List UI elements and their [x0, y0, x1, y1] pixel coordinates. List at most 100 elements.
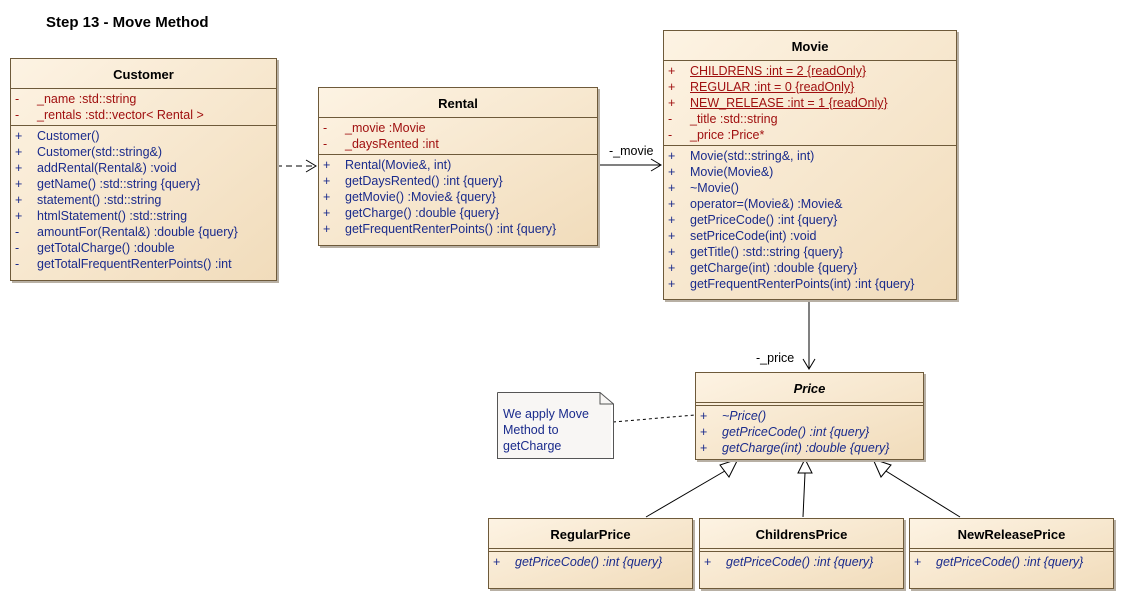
operation-text: getPriceCode() :int {query} — [726, 555, 874, 569]
attribute-text: REGULAR :int = 0 {readOnly} — [690, 80, 855, 94]
operation-text: getFrequentRenterPoints(int) :int {query… — [690, 277, 915, 291]
operation-text: Movie(std::string&, int) — [690, 149, 815, 163]
class-name: Customer — [11, 59, 276, 89]
operation-row: +statement() :std::string — [11, 192, 276, 208]
visibility-marker: + — [704, 555, 712, 569]
operations-section: + getPriceCode() :int {query} — [910, 552, 1113, 572]
operations-section: +Customer() +Customer(std::string&) +add… — [11, 126, 276, 274]
operation-row: + getMovie() :Movie& {query} — [319, 189, 597, 205]
attribute-text: _rentals :std::vector< Rental > — [37, 108, 204, 122]
visibility-marker: + — [668, 181, 676, 195]
class-childrens-price[interactable]: ChildrensPrice +getPriceCode() :int {que… — [699, 518, 904, 589]
operation-row: +getCharge() :double {query} — [319, 205, 597, 221]
visibility-marker: + — [15, 177, 23, 191]
visibility-marker: - — [15, 225, 20, 239]
operation-text: getPriceCode() :int {query} — [722, 425, 870, 439]
class-regular-price[interactable]: RegularPrice +getPriceCode() :int {query… — [488, 518, 693, 589]
operation-text: getPriceCode() :int {query} — [690, 213, 838, 227]
operation-text: getDaysRented() :int {query} — [345, 174, 503, 188]
operation-row: + getFrequentRenterPoints(int) :int {quer… — [664, 276, 956, 292]
operation-text: amountFor(Rental&) :double {query} — [37, 225, 238, 239]
visibility-marker: - — [323, 137, 328, 151]
operation-text: Customer(std::string&) — [37, 145, 163, 159]
visibility-marker: - — [15, 92, 20, 106]
operation-text: ~Movie() — [690, 181, 739, 195]
operation-text: getTotalCharge() :double — [37, 241, 175, 255]
visibility-marker: + — [668, 149, 676, 163]
generalization-newrelease — [880, 467, 961, 518]
visibility-marker: + — [15, 209, 23, 223]
class-name: Price — [696, 373, 923, 403]
operation-row: +getCharge(int) :double {query} — [664, 260, 956, 276]
operations-section: + Movie(std::string&, int) +Movie(Movie&)… — [664, 146, 956, 294]
operation-text: getName() :std::string {query} — [37, 177, 201, 191]
generalization-childrens — [802, 472, 806, 518]
operation-row: +setPriceCode(int) :void — [664, 228, 956, 244]
operation-row: + getPriceCode() :int {query} — [664, 212, 956, 228]
operation-text: Customer() — [37, 129, 100, 143]
operation-text: operator=(Movie&) :Movie& — [690, 197, 843, 211]
visibility-marker: + — [914, 555, 922, 569]
movie-role-label: -_movie — [609, 144, 654, 158]
attribute-row: - _name :std::string — [11, 91, 276, 107]
operation-text: getCharge(int) :double {query} — [722, 441, 890, 455]
attributes-section — [700, 549, 903, 552]
operation-text: getTotalFrequentRenterPoints() :int — [37, 257, 232, 271]
diagram-title: Step 13 - Move Method — [46, 14, 209, 31]
attributes-section — [910, 549, 1113, 552]
generalization-regular — [645, 467, 731, 518]
attribute-text: _price :Price* — [690, 128, 765, 142]
attribute-row: -_title :std::string — [664, 111, 956, 127]
visibility-marker: + — [15, 161, 23, 175]
class-name: NewReleasePrice — [910, 519, 1113, 549]
operation-row: - amountFor(Rental&) :double {query} — [11, 224, 276, 240]
visibility-marker: + — [323, 190, 331, 204]
visibility-marker: + — [668, 277, 676, 291]
operation-row: + ~Movie() — [664, 180, 956, 196]
operation-row: + getName() :std::string {query} — [11, 176, 276, 192]
attribute-text: _name :std::string — [37, 92, 137, 106]
operations-section: +Rental(Movie&, int) +getDaysRented() :i… — [319, 155, 597, 239]
operation-row: +Movie(Movie&) — [664, 164, 956, 180]
operation-text: getFrequentRenterPoints() :int {query} — [345, 222, 557, 236]
operation-text: htmlStatement() :std::string — [37, 209, 188, 223]
association-arrowhead-price — [802, 358, 816, 370]
visibility-marker: + — [15, 129, 23, 143]
operations-section: +getPriceCode() :int {query} — [489, 552, 692, 572]
operation-row: + addRental(Rental&) :void — [11, 160, 276, 176]
operation-row: + Movie(std::string&, int) — [664, 148, 956, 164]
visibility-marker: + — [668, 213, 676, 227]
generalization-head-childrens — [797, 457, 813, 474]
attribute-row: +CHILDRENS :int = 2 {readOnly} — [664, 63, 956, 79]
operation-row: -getTotalFrequentRenterPoints() :int — [11, 256, 276, 272]
class-movie[interactable]: Movie +CHILDRENS :int = 2 {readOnly} +RE… — [663, 30, 957, 300]
visibility-marker: + — [668, 64, 676, 78]
visibility-marker: + — [15, 145, 23, 159]
visibility-marker: - — [15, 241, 20, 255]
visibility-marker: + — [323, 174, 331, 188]
note-anchor-line — [612, 414, 696, 423]
operations-section: +~Price() +getPriceCode() :int {query} +… — [696, 406, 923, 458]
visibility-marker: + — [323, 222, 331, 236]
operation-text: ~Price() — [722, 409, 767, 423]
class-customer[interactable]: Customer -_name :std::string -_rentals :… — [10, 58, 277, 281]
operation-text: addRental(Rental&) :void — [37, 161, 177, 175]
class-new-release-price[interactable]: NewReleasePrice + getPriceCode() :int {qu… — [909, 518, 1114, 589]
class-price[interactable]: Price +~Price() +getPriceCode() :int {qu… — [695, 372, 924, 460]
association-arrowhead-movie — [650, 158, 662, 172]
class-name: Movie — [664, 31, 956, 61]
operation-row: + Customer(std::string&) — [11, 144, 276, 160]
class-rental[interactable]: Rental -_movie :Movie -_daysRented :int … — [318, 87, 598, 246]
visibility-marker: - — [668, 112, 673, 126]
operation-text: getMovie() :Movie& {query} — [345, 190, 496, 204]
operation-row: +getCharge(int) :double {query} — [696, 440, 923, 456]
visibility-marker: - — [15, 108, 20, 122]
class-name: Rental — [319, 88, 597, 118]
visibility-marker: + — [493, 555, 501, 569]
attribute-row: +REGULAR :int = 0 {readOnly} — [664, 79, 956, 95]
operation-text: getPriceCode() :int {query} — [936, 555, 1084, 569]
visibility-marker: + — [668, 197, 676, 211]
attribute-row: +NEW_RELEASE :int = 1 {readOnly} — [664, 95, 956, 111]
operation-row: +getPriceCode() :int {query} — [696, 424, 923, 440]
class-name: RegularPrice — [489, 519, 692, 549]
